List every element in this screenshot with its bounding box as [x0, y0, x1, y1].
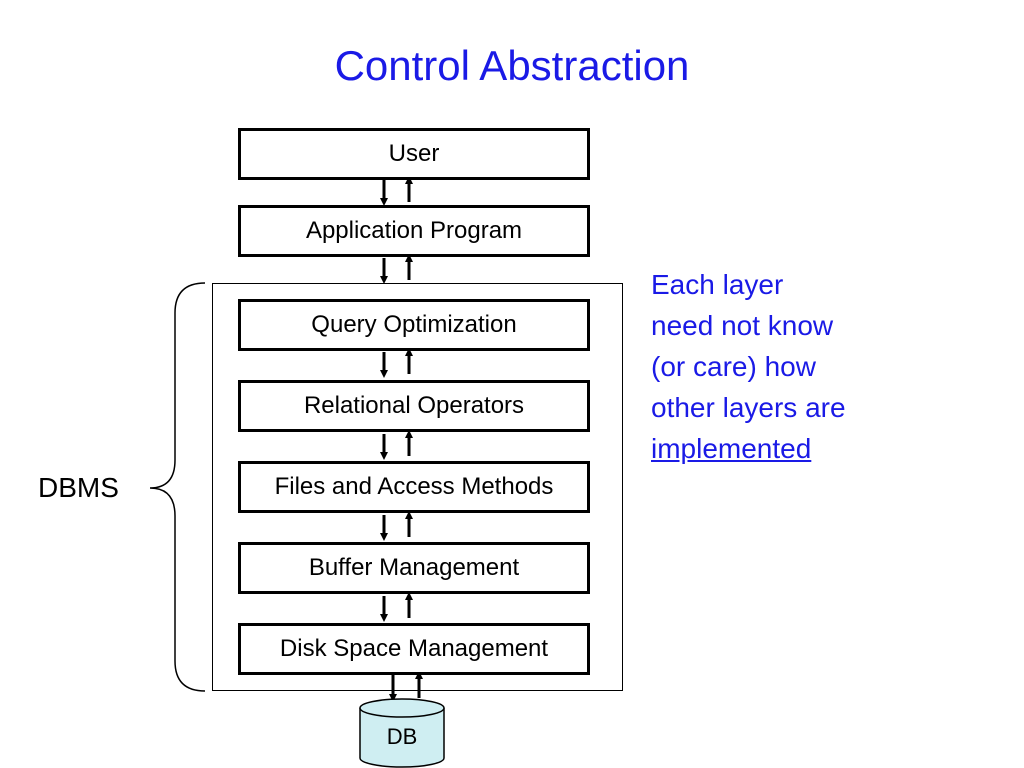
- slide-title: Control Abstraction: [334, 42, 690, 89]
- note-line: other layers are: [651, 392, 846, 423]
- layer-disk-space-management: Disk Space Management: [238, 623, 590, 675]
- layer-files-access-methods: Files and Access Methods: [238, 461, 590, 513]
- note-line: need not know: [651, 310, 834, 341]
- layer-user: User: [238, 128, 590, 180]
- layer-query-optimization: Query Optimization: [238, 299, 590, 351]
- connector-files-buffer: [380, 511, 413, 541]
- layer-buffer-management: Buffer Management: [238, 542, 590, 594]
- dbms-label: DBMS: [38, 472, 119, 503]
- note-line: Each layer: [651, 269, 784, 300]
- database-cylinder-icon: [359, 698, 445, 768]
- connector-query-relational: [380, 348, 413, 378]
- layer-note: Each layer need not know (or care) how o…: [651, 264, 846, 469]
- note-line: (or care) how: [651, 351, 816, 382]
- db-label: DB: [386, 724, 418, 749]
- connector-user-app: [380, 176, 413, 206]
- connector-buffer-disk: [380, 592, 413, 622]
- note-underlined-word: implemented: [651, 433, 812, 464]
- layer-application-program: Application Program: [238, 205, 590, 257]
- connector-app-query: [380, 254, 413, 284]
- dbms-brace: [149, 282, 206, 692]
- layer-relational-operators: Relational Operators: [238, 380, 590, 432]
- connector-disk-db: [389, 671, 423, 702]
- connector-relational-files: [380, 430, 413, 460]
